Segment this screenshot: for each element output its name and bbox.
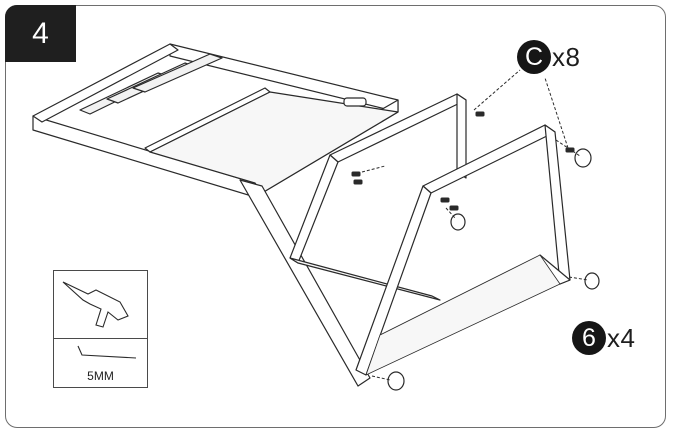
guide-line (371, 375, 391, 381)
screwdriver-drill-icon (62, 281, 129, 328)
front-leg-diagonal (355, 185, 432, 376)
hex-wrench-icon (77, 345, 137, 359)
glide-foot (574, 148, 592, 168)
long-diagonal-leg (239, 179, 371, 387)
screw-icon (565, 147, 575, 153)
wrench-size-label: 5MM (87, 369, 114, 383)
handle-slot (343, 97, 367, 107)
back-leg-vertical (456, 93, 467, 179)
guide-line (568, 276, 589, 281)
guide-line (473, 69, 521, 111)
top-frame-left-rail (32, 43, 179, 123)
back-leg-lower (289, 257, 441, 301)
glide-foot (584, 272, 600, 290)
instruction-frame (5, 5, 666, 428)
guide-line (361, 165, 386, 173)
top-plate (149, 91, 399, 194)
front-leg-top-rail (422, 124, 556, 194)
part-letter-badge: 6 (572, 321, 606, 355)
guide-line (544, 77, 569, 149)
guide-line (445, 207, 456, 219)
screw-icon (475, 111, 485, 117)
part-c-callout: C x8 (517, 40, 580, 74)
part-6-callout: 6 x4 (572, 321, 635, 355)
step-number-badge: 4 (5, 5, 76, 62)
part-quantity: x8 (552, 41, 581, 72)
glide-foot (387, 371, 405, 391)
tools-box: 5MM (53, 270, 148, 388)
glide-foot (450, 213, 466, 231)
tools-divider (54, 338, 147, 339)
screw-icon (449, 205, 459, 211)
screw-icon (353, 179, 363, 185)
screw-icon (440, 197, 450, 203)
part-letter-badge: C (517, 40, 551, 74)
screw-icon (351, 171, 361, 177)
part-quantity: x4 (607, 322, 636, 353)
top-slat (132, 53, 223, 93)
front-leg-lower-panel (365, 254, 561, 376)
